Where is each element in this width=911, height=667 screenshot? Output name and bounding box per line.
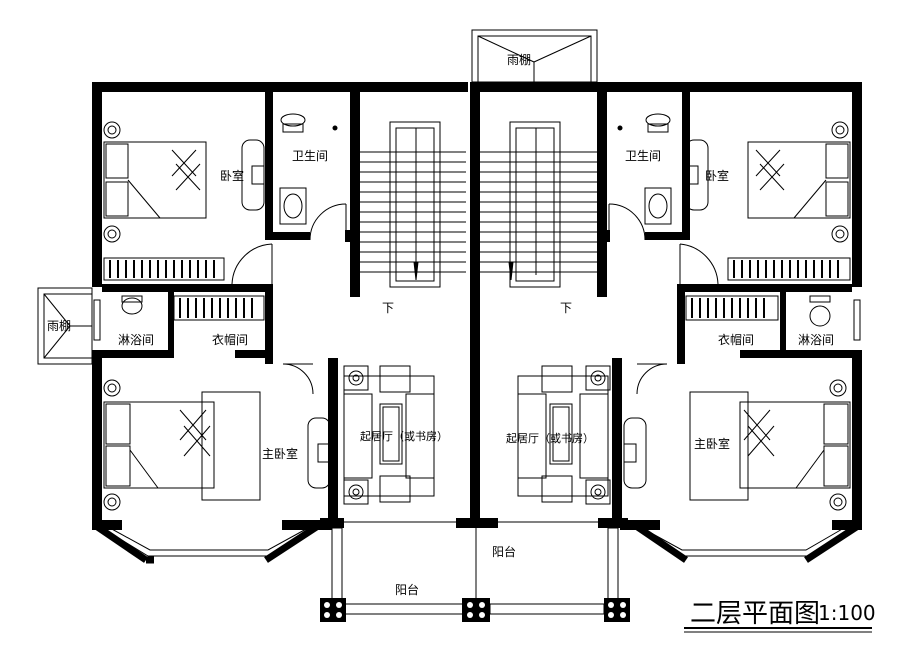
drawing-title: 二层平面图 1:100 [684,599,876,633]
windows [93,83,861,557]
living-label-left: 起居厅（或书房） [360,430,448,443]
walls [92,82,862,530]
stair-down-label-right: 下 [560,301,572,315]
bed-icon [103,121,851,511]
scale-text: 1:100 [818,601,876,625]
balcony-label-left: 阳台 [395,582,419,597]
railing-posts [320,598,630,622]
doors [231,203,719,395]
wardrobe-storage [103,257,851,321]
shower-label-left: 淋浴间 [118,333,154,347]
canopy-top [471,29,598,83]
sink-icon [279,125,672,225]
bay-walls [94,523,860,564]
wardrobe-label-right: 衣帽间 [718,332,754,347]
title-text: 二层平面图 [690,599,820,629]
stairs-left [360,121,466,288]
wardrobe-hangers [109,260,839,318]
toilet-icon [121,113,831,327]
living-label-right: 起居厅（或书房） [506,432,594,445]
sofa-set-icon [343,365,611,505]
master-bedroom-label-right: 主卧室 [694,436,730,451]
stairs-right [480,121,597,288]
bedroom-label-left: 卧室 [220,168,244,183]
bedroom-label-right: 卧室 [705,168,729,183]
balcony-label-center: 阳台 [492,544,516,559]
canopy-left [37,287,93,365]
shower-label-right: 淋浴间 [798,333,834,347]
canopy-label-top: 雨棚 [507,52,531,67]
wardrobe-label-left: 衣帽间 [212,332,248,347]
room-labels: 雨棚 雨棚 卫生间 卫生间 卧室 卧室 淋浴间 淋浴间 衣帽间 衣帽间 主卧室 … [47,52,834,597]
stair-down-label-left: 下 [382,301,394,315]
bathroom-label-left: 卫生间 [292,149,328,163]
master-bedroom-label-left: 主卧室 [262,446,298,461]
bathroom-label-right: 卫生间 [625,149,661,163]
railing-post-marks [324,602,626,618]
canopy-label-left: 雨棚 [47,318,71,333]
